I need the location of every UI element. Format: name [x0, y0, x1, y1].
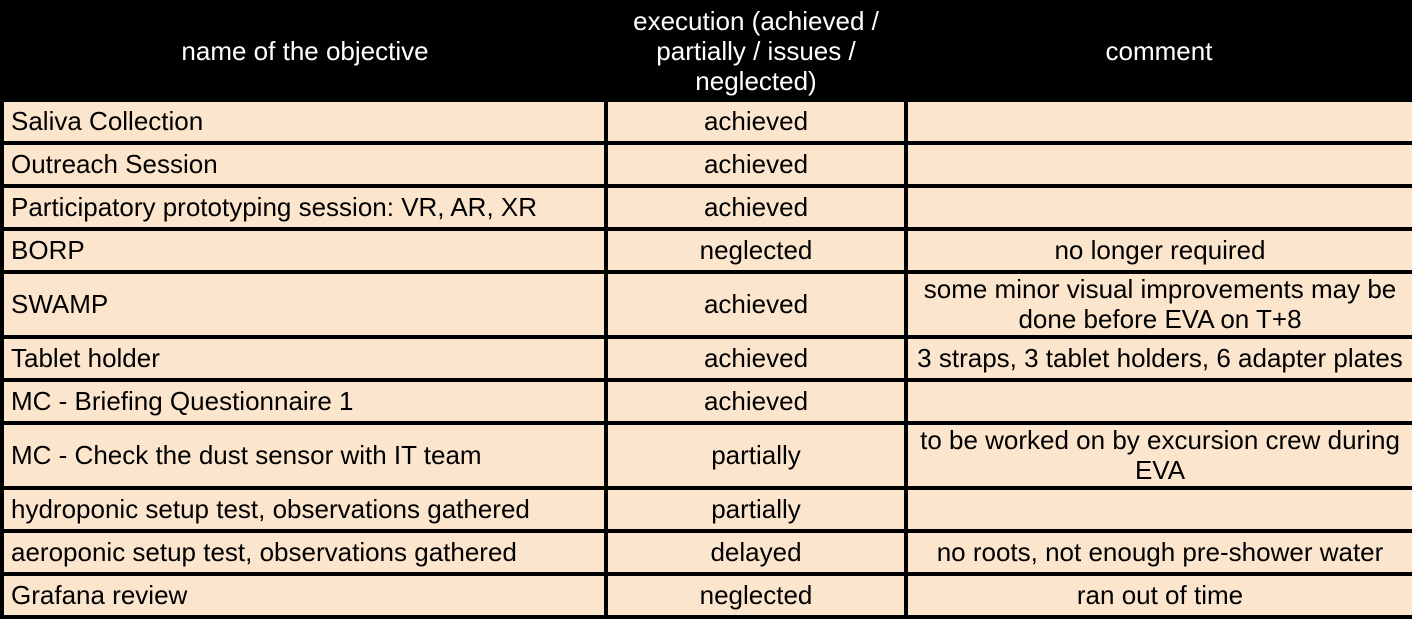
- comment-cell: no roots, not enough pre-shower water: [904, 528, 1412, 576]
- objective-cell: aeroponic setup test, observations gathe…: [0, 528, 608, 576]
- execution-cell: neglected: [604, 571, 908, 619]
- column-header-objective-name: name of the objective: [2, 2, 606, 101]
- objective-cell: Outreach Session: [0, 141, 608, 189]
- table-row: Participatory prototyping session: VR, A…: [0, 184, 1412, 232]
- execution-cell: partially: [604, 485, 908, 533]
- execution-cell: achieved: [604, 98, 908, 146]
- objective-cell: MC - Briefing Questionnaire 1: [0, 378, 608, 426]
- comment-cell: [904, 485, 1412, 533]
- table-row: BORP neglected no longer required: [0, 227, 1412, 275]
- comment-cell: [904, 184, 1412, 232]
- comment-cell: some minor visual improvements may be do…: [904, 270, 1412, 340]
- execution-cell: achieved: [604, 335, 908, 383]
- table-body: Saliva Collection achieved Outreach Sess…: [0, 98, 1412, 619]
- execution-cell: achieved: [604, 184, 908, 232]
- objective-cell: MC - Check the dust sensor with IT team: [0, 421, 608, 490]
- comment-cell: [904, 141, 1412, 189]
- table-row: SWAMP achieved some minor visual improve…: [0, 270, 1412, 340]
- table-row: MC - Check the dust sensor with IT team …: [0, 421, 1412, 490]
- objective-cell: BORP: [0, 227, 608, 275]
- column-header-execution: execution (achieved / partially / issues…: [606, 2, 906, 101]
- column-header-comment: comment: [906, 2, 1412, 101]
- comment-cell: ran out of time: [904, 571, 1412, 619]
- table-row: hydroponic setup test, observations gath…: [0, 485, 1412, 533]
- comment-cell: to be worked on by excursion crew during…: [904, 421, 1412, 490]
- execution-cell: neglected: [604, 227, 908, 275]
- table-row: Tablet holder achieved 3 straps, 3 table…: [0, 335, 1412, 383]
- comment-cell: 3 straps, 3 tablet holders, 6 adapter pl…: [904, 335, 1412, 383]
- objective-cell: Tablet holder: [0, 335, 608, 383]
- table-row: Outreach Session achieved: [0, 141, 1412, 189]
- comment-cell: no longer required: [904, 227, 1412, 275]
- table-row: aeroponic setup test, observations gathe…: [0, 528, 1412, 576]
- objective-cell: Saliva Collection: [0, 98, 608, 146]
- table-row: MC - Briefing Questionnaire 1 achieved: [0, 378, 1412, 426]
- objective-cell: Grafana review: [0, 571, 608, 619]
- execution-cell: partially: [604, 421, 908, 490]
- comment-cell: [904, 378, 1412, 426]
- table-row: Saliva Collection achieved: [0, 98, 1412, 146]
- header-row: name of the objective execution (achieve…: [2, 2, 1412, 101]
- table-header: name of the objective execution (achieve…: [2, 2, 1412, 101]
- execution-cell: delayed: [604, 528, 908, 576]
- execution-cell: achieved: [604, 141, 908, 189]
- table-row: Grafana review neglected ran out of time: [0, 571, 1412, 619]
- objective-cell: SWAMP: [0, 270, 608, 340]
- objective-cell: Participatory prototyping session: VR, A…: [0, 184, 608, 232]
- objective-cell: hydroponic setup test, observations gath…: [0, 485, 608, 533]
- execution-cell: achieved: [604, 378, 908, 426]
- execution-cell: achieved: [604, 270, 908, 340]
- comment-cell: [904, 98, 1412, 146]
